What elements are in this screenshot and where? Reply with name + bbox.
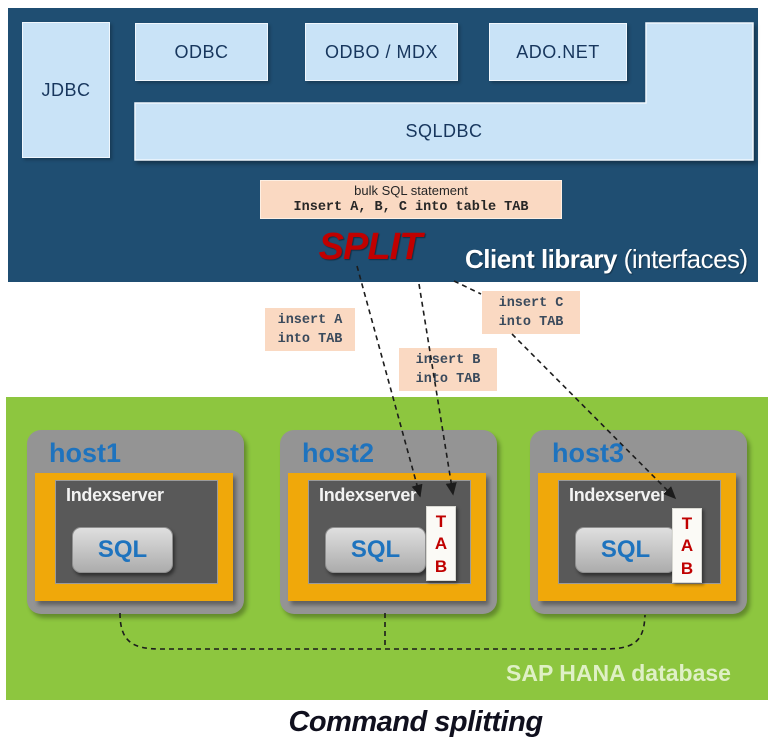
sap-hana-database-label: SAP HANA database — [506, 660, 731, 686]
client-library-panel: JDBC ODBC ODBO / MDX ADO.NET SQLDBC bulk… — [8, 8, 758, 282]
odbo-mdx-box: ODBO / MDX — [305, 23, 458, 81]
insert-b-line2: into TAB — [415, 371, 481, 387]
host3-tab-letter-t: T — [681, 513, 693, 533]
host1-name: host1 — [49, 438, 122, 468]
host2-tab-letter-b: B — [434, 556, 448, 576]
ado-net-box: ADO.NET — [489, 23, 627, 81]
host2-tab-letter-a: A — [434, 534, 448, 553]
odbc-label: ODBC — [174, 41, 229, 62]
insert-b-line1: insert B — [415, 352, 481, 368]
bulk-statement-sql: Insert A, B, C into table TAB — [293, 200, 529, 215]
host2-tab-box: T A B — [426, 506, 456, 581]
insert-a-note: insert A into TAB — [265, 308, 355, 351]
arrow-split-to-insert-c — [453, 280, 482, 295]
host1-sql-box: SQL — [72, 527, 173, 573]
host3-sql-box: SQL — [575, 527, 676, 573]
host2-indexserver-label: Indexserver — [319, 485, 417, 505]
split-label: SPLIT — [318, 226, 423, 268]
host3-box: host3 Indexserver SQL T A B — [530, 430, 747, 614]
host3-name: host3 — [552, 438, 625, 468]
host3-sql-label: SQL — [600, 536, 651, 563]
bulk-sql-statement-box: bulk SQL statement Insert A, B, C into t… — [260, 180, 562, 219]
sqldbc-box — [134, 22, 754, 161]
client-library-title-note: (interfaces) — [623, 244, 749, 274]
client-library-title: Client library (interfaces) — [465, 244, 749, 275]
host1-indexserver-label: Indexserver — [66, 485, 164, 505]
host2-sql-box: SQL — [325, 527, 426, 573]
bulk-statement-title: bulk SQL statement — [354, 183, 468, 198]
insert-c-line2: into TAB — [498, 314, 564, 330]
host3-tab-letter-b: B — [680, 558, 694, 578]
host2-sql-label: SQL — [350, 536, 401, 563]
insert-b-note: insert B into TAB — [399, 348, 497, 391]
host1-box: host1 Indexserver SQL — [27, 430, 244, 614]
ado-net-label: ADO.NET — [516, 41, 600, 62]
insert-c-note: insert C into TAB — [482, 291, 580, 334]
odbo-mdx-label: ODBO / MDX — [324, 41, 438, 62]
sqldbc-label: SQLDBC — [405, 121, 483, 141]
client-library-title-bold: Client library — [465, 244, 617, 274]
jdbc-box: JDBC — [22, 22, 110, 158]
host2-box: host2 Indexserver SQL T A B — [280, 430, 497, 614]
host2-tab-letter-t: T — [435, 511, 447, 531]
odbc-box: ODBC — [135, 23, 268, 81]
host3-indexserver-label: Indexserver — [569, 485, 667, 505]
host2-name: host2 — [302, 438, 375, 468]
host3-tab-letter-a: A — [680, 536, 694, 555]
insert-c-line1: insert C — [498, 295, 564, 311]
host1-sql-label: SQL — [97, 536, 148, 563]
insert-a-line1: insert A — [277, 312, 343, 328]
diagram-caption: Command splitting — [288, 706, 543, 738]
insert-a-line2: into TAB — [277, 331, 343, 347]
host3-tab-box: T A B — [672, 508, 702, 583]
jdbc-label: JDBC — [41, 79, 91, 100]
